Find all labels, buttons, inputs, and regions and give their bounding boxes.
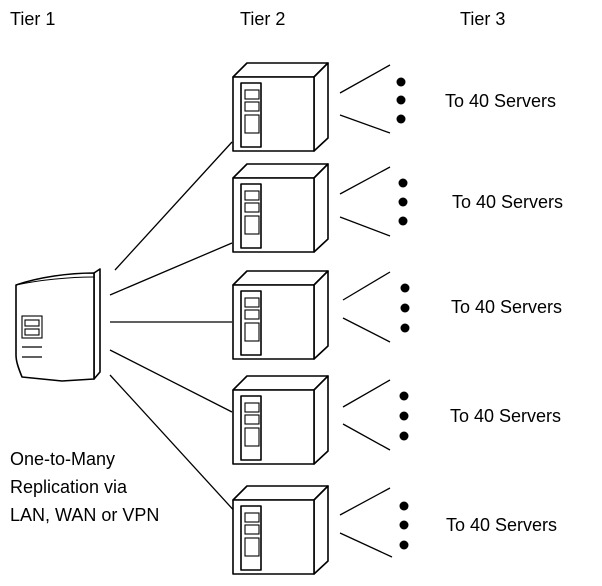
tower-server-icon (232, 163, 329, 253)
vertical-ellipsis-icon (399, 391, 409, 441)
tower-server-icon (232, 62, 329, 152)
link-to-server-2 (109, 242, 233, 296)
tower-server-icon (232, 485, 329, 575)
tier3-caption-1: To 40 Servers (445, 91, 556, 111)
tier-3-label: Tier 3 (460, 9, 505, 29)
replication-caption: One-to-Many Replication via LAN, WAN or … (10, 449, 159, 525)
replication-caption-line-3: LAN, WAN or VPN (10, 505, 159, 525)
tier3-fanout-1 (339, 64, 406, 134)
tier3-fanout-2 (339, 166, 408, 237)
tier-2-label: Tier 2 (240, 9, 285, 29)
tier2-server-4 (232, 375, 329, 465)
link-to-server-5 (109, 374, 239, 516)
tier2-server-1 (232, 62, 329, 152)
tier3-fanout-3 (342, 271, 410, 343)
tier3-fanout-4 (342, 379, 409, 451)
link-to-server-4 (109, 349, 233, 413)
tier3-caption-2: To 40 Servers (452, 192, 563, 212)
vertical-ellipsis-icon (399, 501, 409, 550)
tower-server-icon (232, 270, 329, 360)
tier2-server-2 (232, 163, 329, 253)
vertical-ellipsis-icon (398, 178, 408, 226)
vertical-ellipsis-icon (400, 283, 410, 333)
tier3-caption-3: To 40 Servers (451, 297, 562, 317)
tier3-fanout-5 (339, 487, 409, 558)
tier2-server-3 (232, 270, 329, 360)
link-to-server-1 (114, 141, 233, 271)
replication-caption-line-1: One-to-Many (10, 449, 115, 469)
vertical-ellipsis-icon (396, 77, 406, 124)
mainframe-server-icon (15, 268, 101, 382)
replication-caption-line-2: Replication via (10, 477, 128, 497)
tier2-server-5 (232, 485, 329, 575)
tier-1-label: Tier 1 (10, 9, 55, 29)
tier3-caption-5: To 40 Servers (446, 515, 557, 535)
tower-server-icon (232, 375, 329, 465)
tier3-caption-4: To 40 Servers (450, 406, 561, 426)
tier1-to-tier2-links (109, 141, 239, 516)
